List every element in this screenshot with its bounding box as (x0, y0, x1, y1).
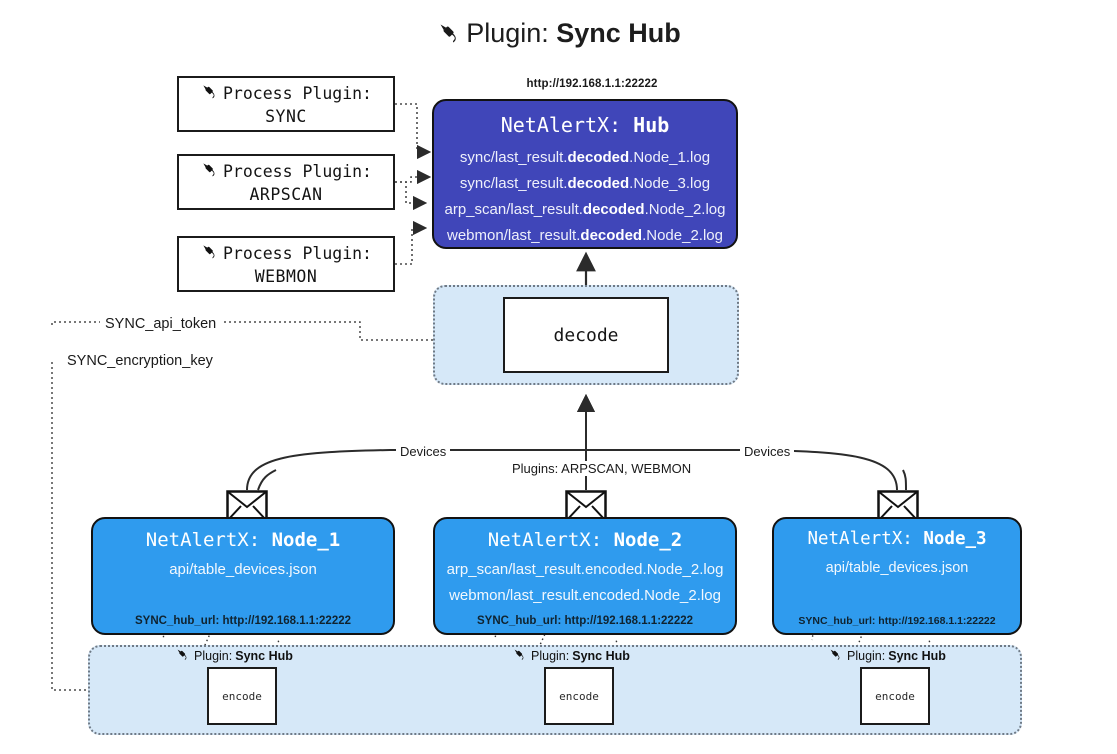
encode-box[interactable]: encode (544, 667, 614, 725)
edge-label-devices-right: Devices (740, 444, 795, 459)
node-1[interactable]: NetAlertX: Node_1 api/table_devices.json… (91, 517, 395, 635)
node-title: NetAlertX: Node_1 (145, 529, 341, 551)
hub-title-prefix: NetAlertX: (500, 113, 634, 137)
plug-icon (200, 160, 219, 184)
edge-label-plugins: Plugins: ARPSCAN, WEBMON (508, 461, 696, 476)
edge-sync-to-hub-log1 (395, 103, 432, 160)
hub-log-row: sync/last_result.decoded.Node_1.log (459, 149, 711, 166)
decode-box[interactable]: decode (503, 297, 669, 373)
envelope-icon (565, 490, 607, 522)
hub-title: NetAlertX: Hub (434, 113, 736, 137)
edge-label-devices-left: Devices (396, 444, 451, 459)
node-line-list: arp_scan/last_result.encoded.Node_2.log … (435, 557, 735, 609)
encode-box[interactable]: encode (860, 667, 930, 725)
node-line-list: api/table_devices.json (774, 555, 1020, 581)
config-api-token-label: SYNC_api_token (100, 316, 222, 332)
node-title: NetAlertX: Node_3 (807, 529, 987, 549)
process-plugin-webmon-box[interactable]: Process Plugin: WEBMON (177, 236, 395, 292)
stem-envelope-3 (902, 469, 907, 491)
node-line: api/table_devices.json (169, 561, 317, 578)
encode-plugin-label: Plugin: Sync Hub (512, 647, 630, 665)
process-plugin-label: Process Plugin: (222, 84, 372, 103)
process-plugin-name: ARPSCAN (249, 184, 323, 204)
hub-log-list: sync/last_result.decoded.Node_1.log sync… (434, 145, 736, 248)
plug-icon (436, 20, 462, 54)
edge-arpscan-to-hub-log3 (395, 181, 428, 211)
edge-webmon-to-hub-log4 (395, 220, 428, 265)
node-line: api/table_devices.json (825, 560, 969, 576)
config-encryption-key-label: SYNC_encryption_key (62, 353, 218, 369)
node-hub-url: SYNC_hub_url: http://192.168.1.1:22222 (476, 615, 694, 627)
process-plugin-name: WEBMON (254, 266, 318, 286)
encode-box[interactable]: encode (207, 667, 277, 725)
process-plugin-arpscan-box[interactable]: Process Plugin: ARPSCAN (177, 154, 395, 210)
plug-icon (175, 647, 190, 665)
node-line-list: api/table_devices.json (93, 557, 393, 583)
hub-title-name: Hub (633, 113, 670, 137)
process-plugin-label: Process Plugin: (222, 244, 372, 263)
page-title: Plugin: Sync Hub (0, 16, 1117, 54)
stem-envelope-1 (257, 469, 277, 491)
page-title-prefix: Plugin: (466, 18, 557, 48)
process-plugin-label: Process Plugin: (222, 162, 372, 181)
node-hub-url: SYNC_hub_url: http://192.168.1.1:22222 (134, 615, 352, 627)
plug-icon (828, 647, 843, 665)
edge-sync-to-hub-log2 (395, 169, 432, 185)
node-2[interactable]: NetAlertX: Node_2 arp_scan/last_result.e… (433, 517, 737, 635)
plug-icon (200, 242, 219, 266)
hub-log-row: arp_scan/last_result.decoded.Node_2.log (444, 201, 726, 218)
node-title: NetAlertX: Node_2 (487, 529, 683, 551)
encode-plugin-label: Plugin: Sync Hub (828, 647, 946, 665)
node-line: arp_scan/last_result.encoded.Node_2.log (446, 561, 724, 578)
encode-plugin-label: Plugin: Sync Hub (175, 647, 293, 665)
plug-icon (200, 82, 219, 106)
hub-url-label: http://192.168.1.1:22222 (526, 78, 658, 90)
node-line: webmon/last_result.encoded.Node_2.log (449, 587, 721, 604)
page-title-name: Sync Hub (556, 18, 681, 48)
hub-log-row: sync/last_result.decoded.Node_3.log (459, 175, 711, 192)
plug-icon (512, 647, 527, 665)
process-plugin-name: SYNC (265, 106, 307, 126)
node-3[interactable]: NetAlertX: Node_3 api/table_devices.json… (772, 517, 1022, 635)
process-plugin-sync-box[interactable]: Process Plugin: SYNC (177, 76, 395, 132)
hub-log-row: webmon/last_result.decoded.Node_2.log (447, 227, 723, 244)
node-hub-url: SYNC_hub_url: http://192.168.1.1:22222 (798, 615, 996, 627)
hub-node[interactable]: NetAlertX: Hub sync/last_result.decoded.… (432, 99, 738, 249)
